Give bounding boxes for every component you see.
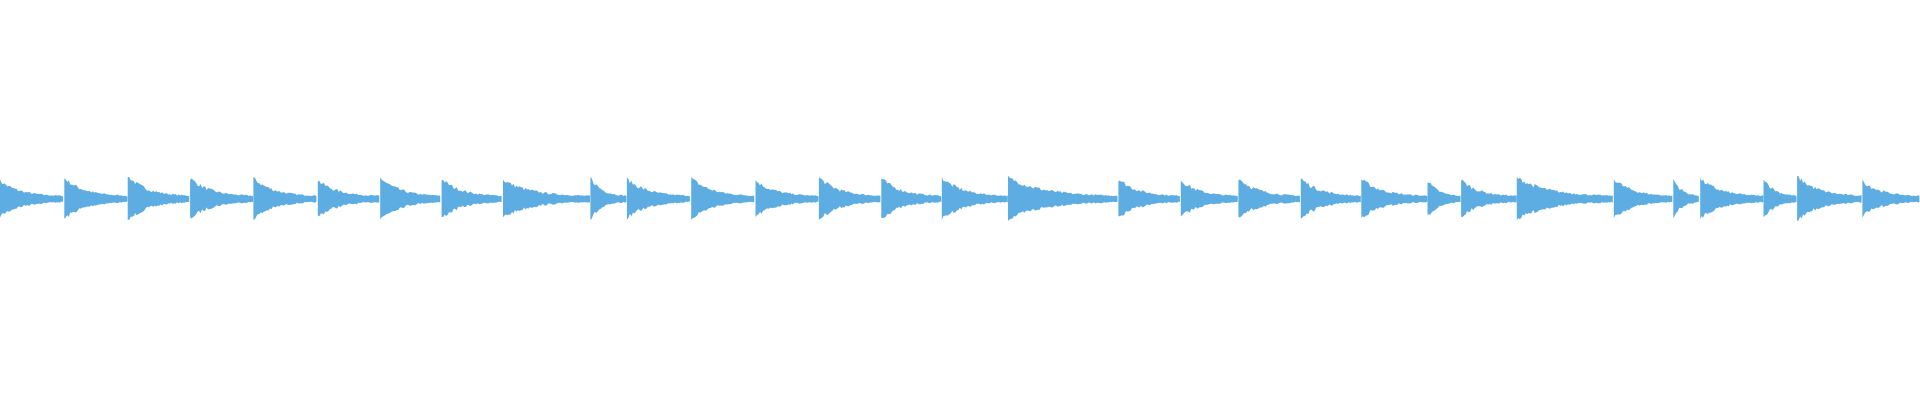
waveform-transient <box>755 180 819 217</box>
waveform-transient <box>1763 179 1797 218</box>
waveform-transient <box>127 177 190 220</box>
waveform-transient <box>190 178 254 219</box>
waveform-transient <box>1238 179 1300 218</box>
waveform-transient <box>691 176 755 220</box>
waveform-transient <box>0 179 63 218</box>
waveform-transient <box>1797 175 1862 221</box>
waveform-transient <box>64 178 128 219</box>
waveform-transient <box>626 177 690 220</box>
waveform-transient <box>1673 178 1699 219</box>
waveform-transient <box>1461 179 1517 218</box>
waveform-transient <box>881 178 942 219</box>
waveform-transient <box>1361 179 1428 218</box>
waveform-transient <box>317 180 380 217</box>
waveform-transient <box>590 177 627 220</box>
waveform-transient <box>1516 176 1613 221</box>
waveform-transient <box>1862 179 1920 218</box>
waveform-transient <box>1300 178 1361 219</box>
waveform-transient <box>503 179 590 218</box>
waveform-transient <box>818 177 881 220</box>
waveform-transient <box>253 177 317 220</box>
waveform-transient <box>1427 182 1461 215</box>
waveform-transient <box>441 180 502 218</box>
waveform-transient <box>1613 179 1673 218</box>
waveform-transient <box>1180 180 1238 217</box>
waveform-transient <box>1700 177 1764 220</box>
waveform-transient <box>941 176 1008 220</box>
waveform-transient <box>1008 175 1118 221</box>
waveform-transient <box>1118 180 1180 217</box>
waveform-transient <box>380 177 441 220</box>
